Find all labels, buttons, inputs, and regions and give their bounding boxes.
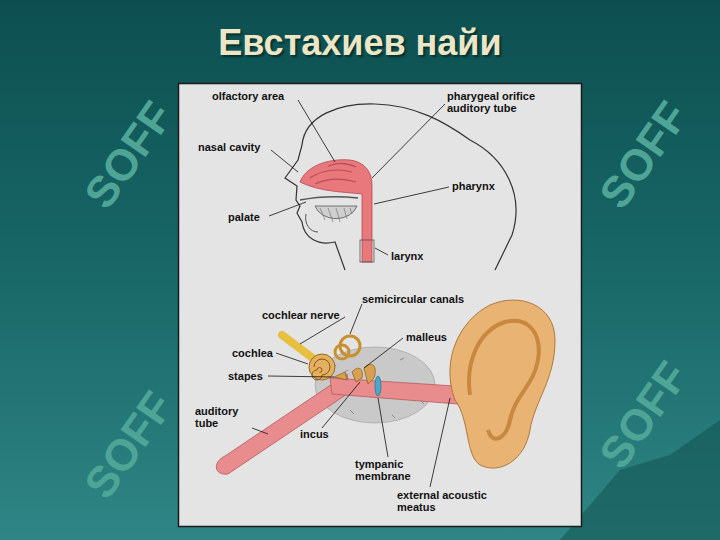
part-label: olfactory area xyxy=(212,90,284,102)
slide-title: Евстахиев найи xyxy=(0,22,720,64)
part-label: pharygeal orifice auditory tube xyxy=(447,90,559,114)
ear-section xyxy=(216,300,555,474)
part-label: cochlear nerve xyxy=(262,309,340,321)
part-label: cochlea xyxy=(232,347,273,359)
head-section xyxy=(285,104,516,270)
part-label: tympanic membrane xyxy=(355,458,427,482)
watermark: SOFF xyxy=(590,93,698,218)
part-label: larynx xyxy=(391,250,423,262)
watermark: SOFF xyxy=(75,383,183,508)
part-label: nasal cavity xyxy=(198,141,260,153)
part-label: stapes xyxy=(228,370,263,382)
part-label: palate xyxy=(228,211,260,223)
part-label: auditory tube xyxy=(195,405,255,429)
figure-panel xyxy=(179,84,582,527)
watermark: SOFF xyxy=(590,353,698,478)
part-label: external acoustic meatus xyxy=(397,489,509,513)
part-label: semicircular canals xyxy=(362,293,464,305)
part-label: pharynx xyxy=(452,180,495,192)
part-label: malleus xyxy=(406,331,447,343)
watermark: SOFF xyxy=(75,93,183,218)
part-label: incus xyxy=(300,428,329,440)
